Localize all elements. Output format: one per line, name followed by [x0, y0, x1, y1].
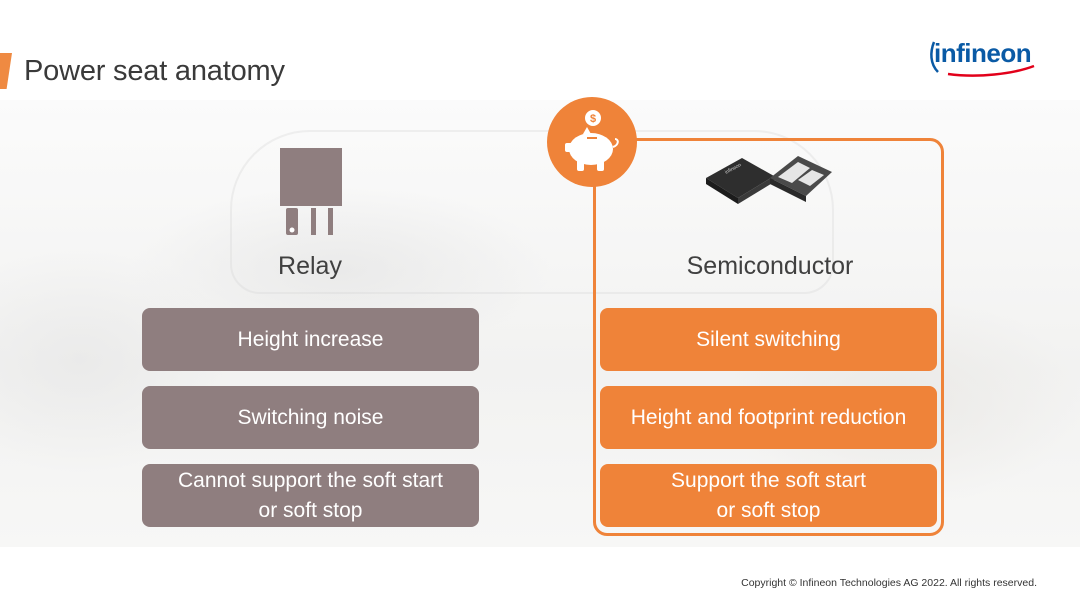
- title-accent-bar: [0, 53, 12, 89]
- logo-swoosh-icon: [930, 41, 1035, 77]
- relay-item: Switching noise: [142, 386, 479, 449]
- semiconductor-item: Height and footprint reduction: [600, 386, 937, 449]
- piggy-bank-dollar-icon: $: [565, 110, 619, 171]
- slide-title: Power seat anatomy: [24, 55, 285, 87]
- semiconductor-item: Silent switching: [600, 308, 937, 371]
- logo-text: infineon: [934, 38, 1032, 68]
- relay-item: Cannot support the soft start or soft st…: [142, 464, 479, 527]
- semiconductor-frame: [593, 138, 944, 536]
- copyright-notice: Copyright © Infineon Technologies AG 202…: [741, 577, 1037, 589]
- relay-title: Relay: [278, 252, 342, 280]
- semiconductor-title: Semiconductor: [686, 252, 854, 280]
- semiconductor-chips-icon: infineon: [706, 156, 832, 204]
- piggy-bank-badge: $: [547, 97, 637, 187]
- infineon-logo: infineon: [928, 34, 1043, 78]
- relay-icon: [280, 148, 342, 235]
- semiconductor-item: Support the soft start or soft stop: [600, 464, 937, 527]
- relay-item: Height increase: [142, 308, 479, 371]
- svg-text:$: $: [590, 113, 596, 125]
